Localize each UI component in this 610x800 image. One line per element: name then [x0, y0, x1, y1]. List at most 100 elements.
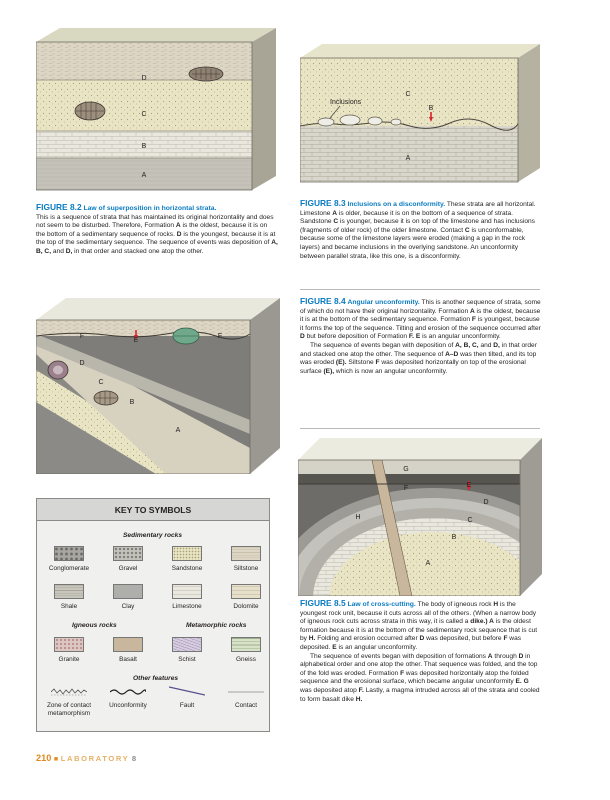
figure-8-3-diagram: Inclusions C B A	[300, 44, 540, 190]
siltstone-label: Siltstone	[218, 565, 274, 573]
page-footer: 210 ■ LABORATORY 8	[36, 753, 136, 763]
trilobite-fossil-icon	[75, 102, 105, 120]
layer-label-a: A	[176, 427, 181, 434]
shell-fossil-icon	[48, 361, 68, 379]
layer-label-c: C	[405, 91, 410, 98]
fault-symbol	[169, 685, 205, 697]
gneiss-label: Gneiss	[218, 656, 274, 664]
siltstone-swatch	[231, 546, 261, 561]
caption-text: is an angular unconformity.	[420, 333, 501, 340]
caption-bold: (E),	[323, 368, 334, 375]
trilobite-fossil-icon	[189, 67, 223, 81]
clay-swatch	[113, 584, 143, 599]
unconformity-label: Unconformity	[100, 702, 156, 710]
caption-text: was deposited atop	[300, 687, 359, 694]
footer-chapter: 8	[132, 754, 136, 763]
key-title: KEY TO SYMBOLS	[37, 499, 269, 521]
basalt-label: Basalt	[100, 656, 156, 664]
schist-swatch	[172, 637, 202, 652]
gravel-label: Gravel	[100, 565, 156, 573]
caption-bold: dike.)	[470, 618, 487, 625]
contact-label-b: B	[429, 105, 434, 112]
caption-text: and	[479, 342, 494, 349]
layer-label-c: C	[141, 111, 146, 118]
layer-label-d: D	[483, 499, 488, 506]
caption-text: Folding and erosion occurred after	[315, 635, 419, 642]
dike-label-h: H	[355, 514, 360, 521]
figure-number: FIGURE 8.3	[300, 198, 346, 208]
caption-text: in that order and stacked one atop the o…	[72, 248, 203, 255]
sandstone-swatch	[172, 546, 202, 561]
granite-swatch	[54, 637, 84, 652]
shale-swatch	[54, 584, 84, 599]
layer-label-f: F	[218, 333, 222, 340]
figure-8-5-diagram: G F E D H C B A	[298, 438, 542, 596]
layer-label-b: B	[142, 143, 147, 150]
layer-label-d: D	[141, 75, 146, 82]
layer-label-g: G	[403, 466, 408, 473]
caption-bold: H.	[356, 696, 363, 703]
contact-label-e: E	[134, 337, 139, 344]
gravel-swatch	[113, 546, 143, 561]
inclusions-label: Inclusions	[330, 99, 362, 106]
caption-text: through	[493, 653, 519, 660]
caption-bold: D,	[493, 342, 500, 349]
layer-label-b: B	[130, 399, 135, 406]
figure-number: FIGURE 8.2	[36, 202, 82, 212]
sandstone-label: Sandstone	[159, 565, 215, 573]
caption-text: was deposited, but before	[424, 635, 503, 642]
key-heading-other: Other features	[133, 675, 178, 682]
limestone-swatch	[172, 584, 202, 599]
caption-bold: E. G	[516, 678, 529, 685]
caption-text: but before deposition of Formation	[305, 333, 409, 340]
figure-title: Law of cross-cutting.	[347, 601, 415, 608]
gneiss-swatch	[231, 637, 261, 652]
layer-label-b: B	[452, 534, 457, 541]
caption-divider	[300, 289, 540, 290]
basalt-swatch	[113, 637, 143, 652]
key-to-symbols-panel: KEY TO SYMBOLS Sedimentary rocks Conglom…	[36, 498, 270, 732]
key-heading-igneous: Igneous rocks	[72, 622, 117, 629]
caption-text: Siltstone	[347, 359, 376, 366]
caption-divider	[300, 428, 540, 429]
schist-label: Schist	[159, 656, 215, 664]
unconformity-symbol	[110, 687, 146, 697]
contact-label-e: E	[467, 482, 472, 489]
dolomite-label: Dolomite	[218, 603, 274, 611]
figure-8-2-diagram: D C B A	[36, 28, 276, 200]
caption-bold: A, B, C,	[455, 342, 478, 349]
figure-8-2-caption: FIGURE 8.2 Law of superposition in horiz…	[36, 203, 278, 257]
caption-bold: A–D	[445, 351, 458, 358]
layer-label-a: A	[406, 155, 411, 162]
layer-label-c: C	[467, 517, 472, 524]
figure-8-5-caption: FIGURE 8.5 Law of cross-cutting. The bod…	[300, 599, 542, 704]
figure-8-3-caption: FIGURE 8.3 Inclusions on a disconformity…	[300, 199, 542, 261]
layer-label-a: A	[426, 560, 431, 567]
figure-title: Law of superposition in horizontal strat…	[83, 205, 216, 212]
dolomite-swatch	[231, 584, 261, 599]
caption-bold: (E).	[336, 359, 347, 366]
figure-title: Angular unconformity.	[347, 299, 419, 306]
layer-label-f: F	[80, 333, 84, 340]
figure-8-4-caption: FIGURE 8.4 Angular unconformity. This is…	[300, 297, 542, 376]
figure-number: FIGURE 8.5	[300, 598, 346, 608]
granite-label: Granite	[41, 656, 97, 664]
conglomerate-label: Conglomerate	[41, 565, 97, 573]
figure-8-4-diagram: F E F D C B A	[36, 298, 280, 474]
caption-text: which is now an angular unconformity.	[334, 368, 447, 375]
key-heading-metamorphic: Metamorphic rocks	[186, 622, 246, 629]
fault-label: Fault	[159, 702, 215, 710]
layer-label-f: F	[404, 485, 408, 492]
layer-label-d: D	[79, 360, 84, 367]
trilobite-fossil-icon	[94, 391, 118, 405]
clay-label: Clay	[100, 603, 156, 611]
caption-text: The body of igneous rock	[418, 601, 494, 608]
key-heading-sedimentary: Sedimentary rocks	[123, 532, 182, 539]
figure-number: FIGURE 8.4	[300, 296, 346, 306]
caption-text: is an angular unconformity.	[337, 644, 418, 651]
shale-label: Shale	[41, 603, 97, 611]
caption-bold: F. E	[409, 333, 420, 340]
layer-label-c: C	[98, 379, 103, 386]
caption-text: The sequence of events began with deposi…	[310, 653, 488, 660]
contact-label: Contact	[218, 702, 274, 710]
